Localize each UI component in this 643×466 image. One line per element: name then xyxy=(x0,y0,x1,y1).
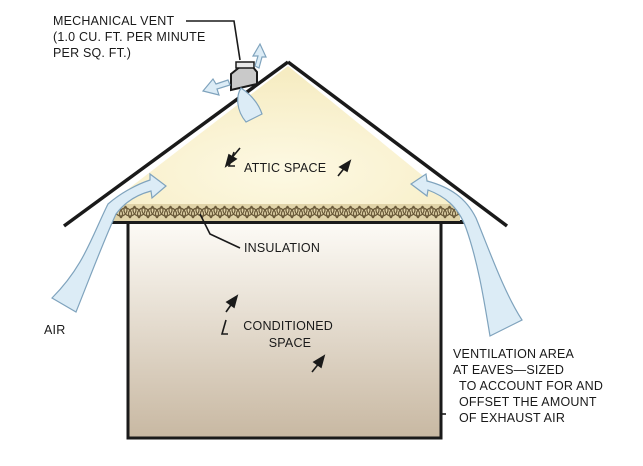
attic-space-area xyxy=(106,66,460,206)
insulation-label: INSULATION xyxy=(244,241,320,255)
vent-exhaust-left-arrow xyxy=(201,77,231,96)
attic-leader-bracket xyxy=(227,151,235,167)
roof-left xyxy=(62,60,290,228)
vent-airflow-arrow xyxy=(237,87,263,123)
conditioned-leader-bracket xyxy=(220,319,228,335)
conditioned-space-label: CONDITIONED SPACE xyxy=(243,319,336,350)
left-eave-airflow-arrow xyxy=(51,172,167,313)
conditioned-flow-arrows xyxy=(225,294,326,373)
mechanical-vent-label: MECHANICAL VENT (1.0 CU. FT. PER MINUTE … xyxy=(53,14,209,60)
insulation-leader-line xyxy=(199,213,241,249)
air-label: AIR xyxy=(44,323,65,337)
leader-lines xyxy=(186,20,446,415)
right-eave-airflow-arrow xyxy=(409,172,523,337)
vent-leader-line xyxy=(186,20,241,61)
insulation-layer xyxy=(108,204,470,221)
vent-exhaust-right-arrow xyxy=(251,42,267,69)
mechanical-vent xyxy=(230,61,258,92)
conditioned-space-area xyxy=(126,220,443,440)
ventilation-area-label: VENTILATION AREA AT EAVES—SIZED TO ACCOU… xyxy=(453,347,607,425)
attic-space-label: ATTIC SPACE xyxy=(244,161,326,175)
roof-right xyxy=(286,60,509,228)
